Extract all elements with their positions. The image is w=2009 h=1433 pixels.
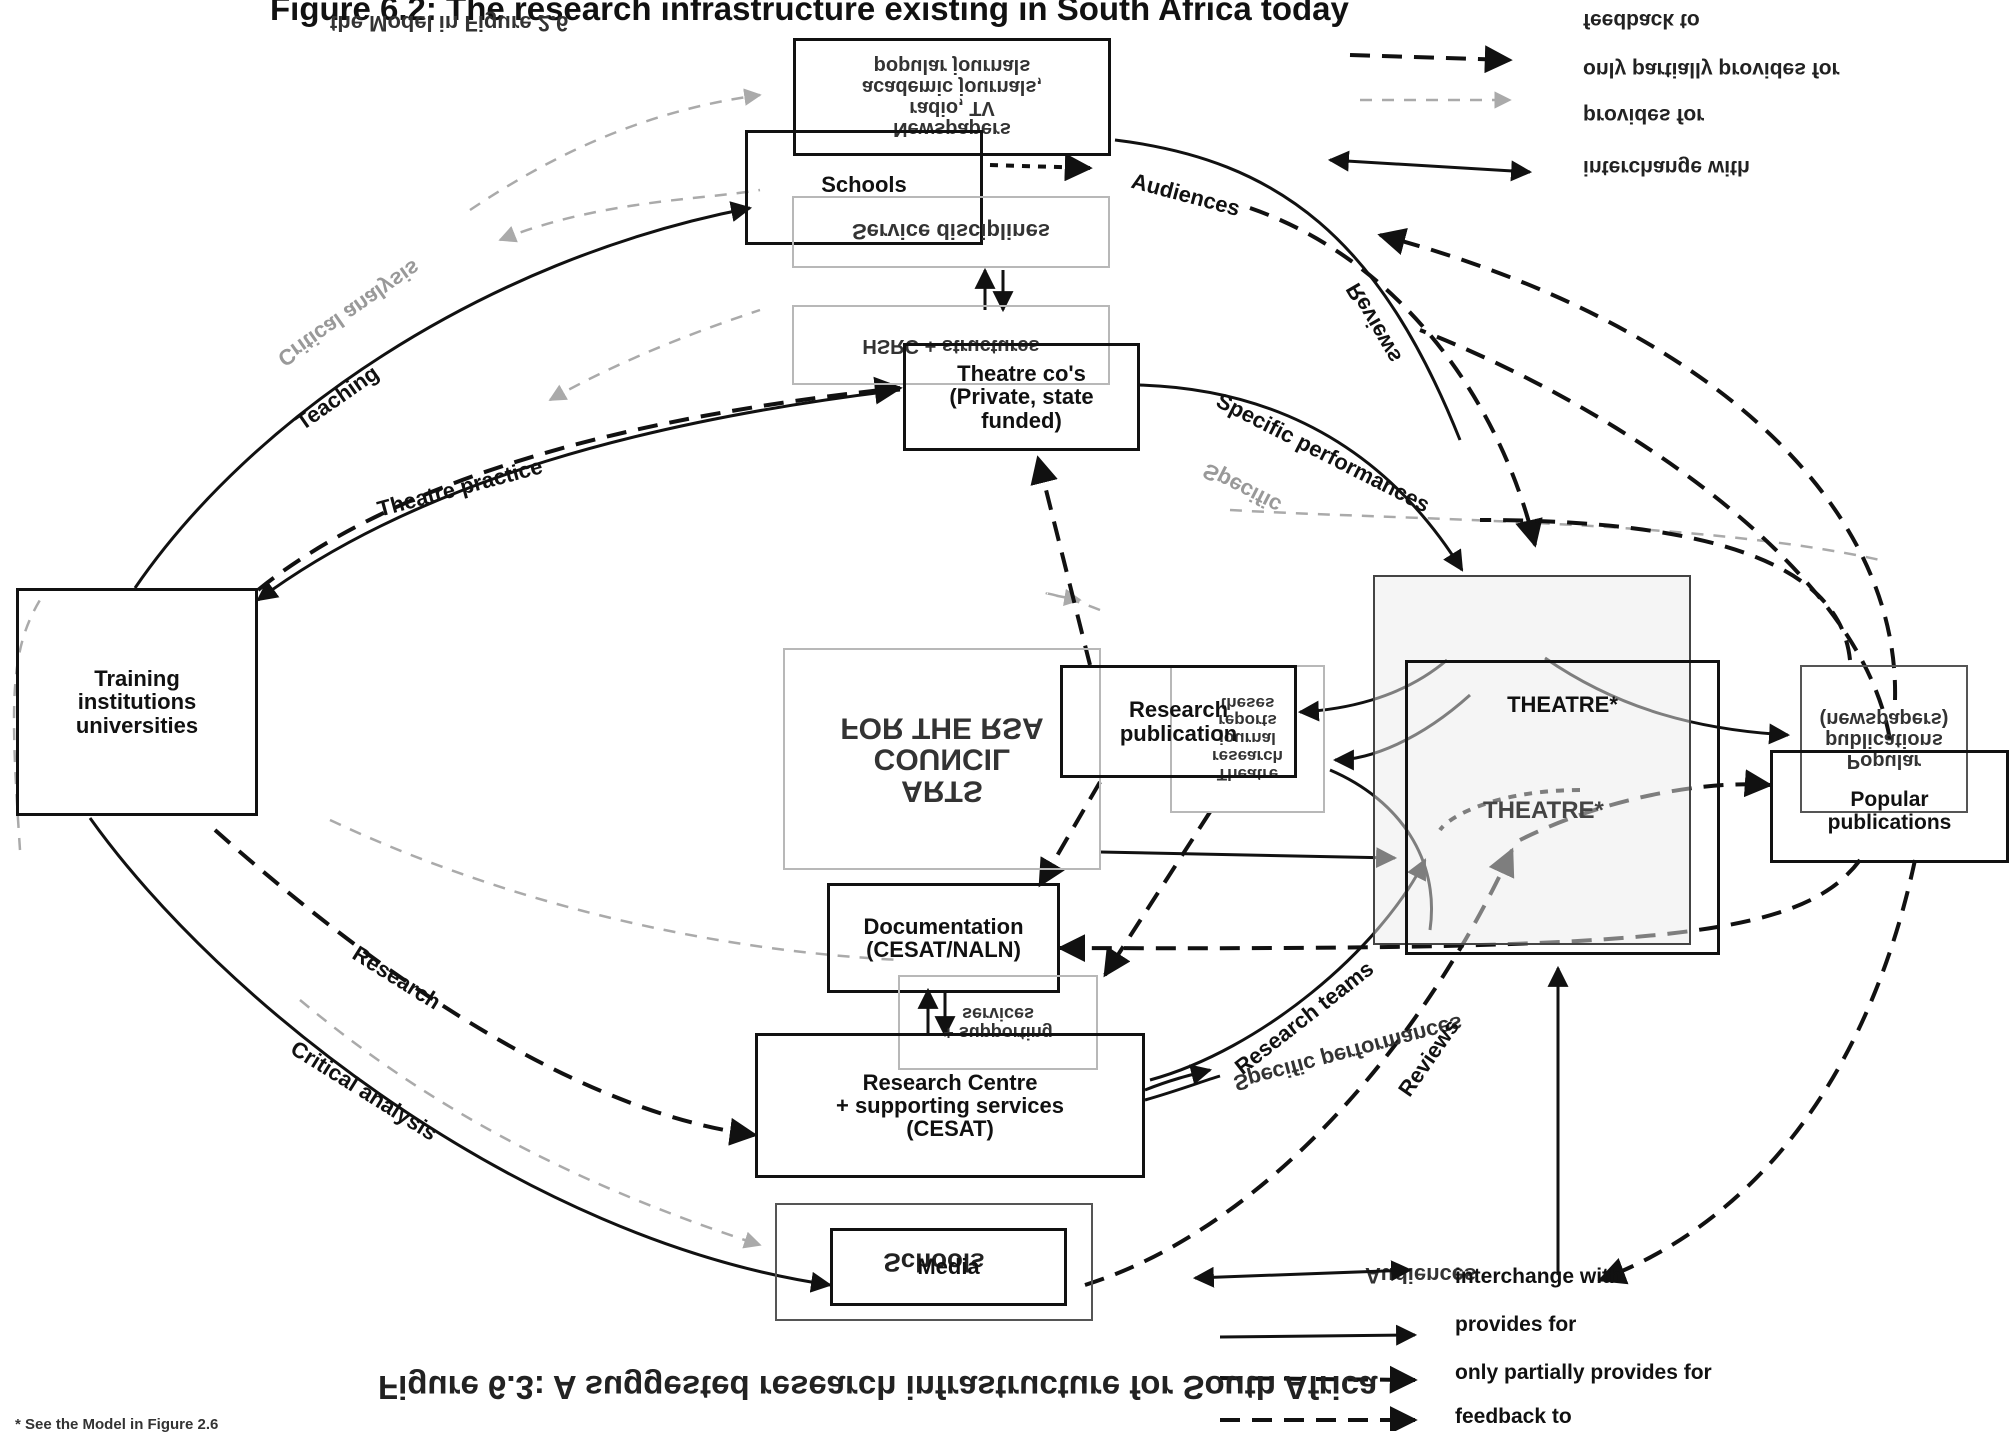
arrow-research-to-centre xyxy=(213,828,758,1146)
legend-top-interchange: interchange with xyxy=(1583,156,1750,179)
arrow-popular-feedback-bottom xyxy=(1597,859,1917,1285)
arrow-popular-up xyxy=(1419,328,1892,741)
arrow-theatre-practice-interchange xyxy=(256,388,901,602)
arrow-publication-to-theatre-cos xyxy=(1030,455,1092,666)
node-training-label: Training institutions universities xyxy=(75,666,199,738)
ghost-arc-council xyxy=(1045,588,1101,612)
ghost-arc-hsrc xyxy=(548,308,761,402)
figure-top-title: Figure 6.2: The research infrastructure … xyxy=(270,0,1349,27)
node-theatre-cos: Theatre co's (Private, state funded) xyxy=(903,343,1140,451)
node-popular-publications-mirror: Popular publications (newspapers) xyxy=(1800,665,1968,813)
node-research-publication: Research publication xyxy=(1060,665,1297,778)
arrow-theatre-to-documentation xyxy=(1057,858,1862,963)
arrow-theatre-to-centre-top xyxy=(1479,518,1852,661)
arrow-centre-double xyxy=(1144,1074,1221,1102)
node-arts-council-label: ARTS COUNCIL FOR THE RSA xyxy=(840,711,1044,808)
legend-interchange: interchange with xyxy=(1455,1265,1622,1288)
node-research-publication-label: Research publication xyxy=(1119,697,1238,746)
arrow-theatre-practice-partial xyxy=(256,376,903,592)
figure-top-title-overlay: the Model in Figure 2.6 xyxy=(330,11,569,36)
node-schools: Schools xyxy=(745,130,983,245)
node-schools-bottom: Schools xyxy=(775,1203,1093,1321)
arrow-audiences-reviews-top xyxy=(1114,138,1462,441)
arrow-publication-to-documentation xyxy=(1038,780,1102,888)
arrow-council-to-theatre xyxy=(1099,847,1398,869)
footnote: * See the Model in Figure 2.6 xyxy=(15,1416,219,1433)
node-theatre-label: THEATRE* xyxy=(1507,692,1618,717)
node-schools-label: Schools xyxy=(821,172,907,197)
figure-bottom-title: Figure 6.3: A suggested research infrast… xyxy=(378,1369,1378,1406)
arrow-centre-to-performances xyxy=(1144,1064,1213,1092)
ghost-arc-upper xyxy=(469,88,762,212)
arrow-media-to-theatre xyxy=(1084,847,1515,1287)
node-documentation: Documentation (CESAT/NALN) xyxy=(827,883,1060,993)
ghost-arc-right xyxy=(1229,508,1881,562)
legend-top-feedback: feedback to xyxy=(1583,9,1700,32)
arrow-theatre-cos-to-theatre xyxy=(1139,383,1464,572)
node-service-disciplines-label: Service disciplines xyxy=(851,219,1051,245)
node-training-institutions: Training institutions universities xyxy=(16,588,258,816)
node-media-label: Media xyxy=(917,1254,980,1280)
node-popular-publications: Popular publications xyxy=(1770,750,2009,863)
legend-top-partial: only partially provides for xyxy=(1583,58,1840,81)
arrow-journal-to-documentation xyxy=(1103,810,1212,978)
arrow-teaching xyxy=(133,201,753,589)
legend-feedback: feedback to xyxy=(1455,1405,1572,1428)
node-arts-council: ARTS COUNCIL FOR THE RSA xyxy=(783,648,1101,870)
ghost-arc-bottom xyxy=(299,999,762,1249)
node-research-centre-mirror: + supporting services xyxy=(898,975,1098,1070)
node-theatre-cos-label: Theatre co's (Private, state funded) xyxy=(949,361,1094,433)
node-service-disciplines: Service disciplines xyxy=(792,196,1110,268)
node-newspapers: Newspapers radio, TV academic journals, … xyxy=(793,38,1111,156)
arrow-critical-analysis xyxy=(88,817,833,1293)
ghost-arc-mid xyxy=(329,818,901,962)
legend-top-provides: provides for xyxy=(1583,104,1705,127)
node-theatre: THEATRE* xyxy=(1405,660,1720,955)
node-documentation-label: Documentation (CESAT/NALN) xyxy=(863,913,1024,962)
node-theatre-lower-label: THEATRE* xyxy=(1483,797,1604,824)
arrow-newspapers-to-audiences xyxy=(989,153,1093,182)
node-research-centre: Research Centre + supporting services (C… xyxy=(755,1033,1145,1178)
node-theatre-outer xyxy=(1373,575,1691,945)
legend-partial: only partially provides for xyxy=(1455,1361,1712,1384)
legend-provides: provides for xyxy=(1455,1313,1577,1336)
node-media: Media xyxy=(830,1228,1067,1306)
arrow-popular-to-reviews xyxy=(1377,227,1898,701)
arrow-audiences-feedback xyxy=(1249,206,1543,548)
node-newspapers-label: Newspapers radio, TV academic journals, … xyxy=(861,55,1043,140)
node-popular-publications-label: Popular publications xyxy=(1827,788,1952,834)
node-research-centre-label: Research Centre + supporting services (C… xyxy=(835,1069,1065,1142)
